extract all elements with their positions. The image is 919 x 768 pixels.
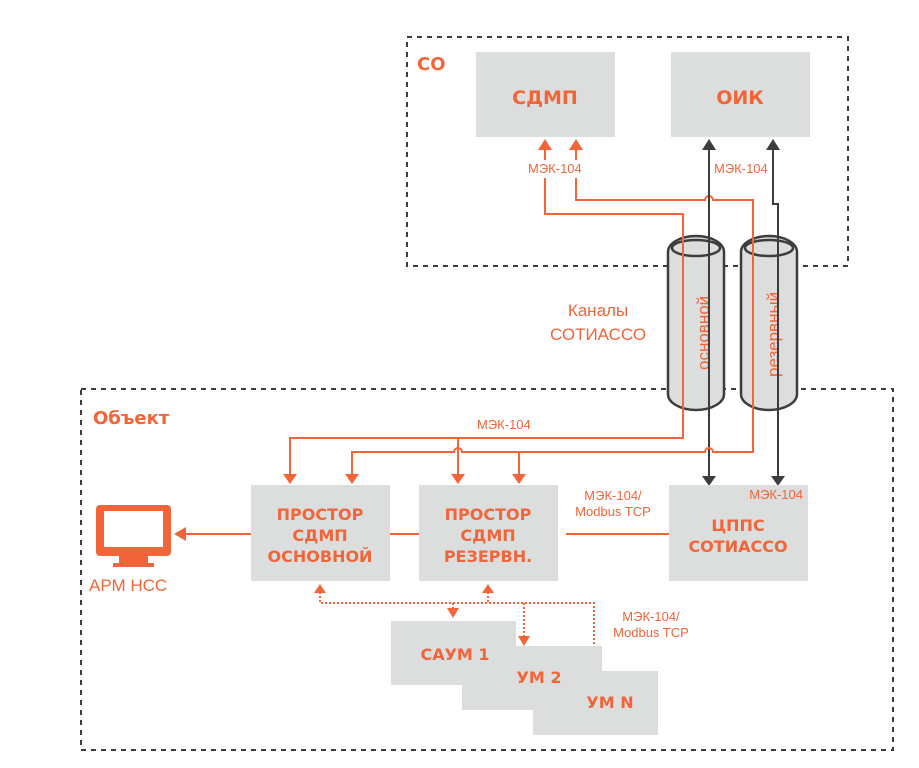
zone-object-border bbox=[80, 388, 894, 751]
box-umn[interactable]: УМ N bbox=[533, 671, 658, 735]
channel-main-label: основной bbox=[694, 296, 713, 370]
svg-text:УМ 2: УМ 2 bbox=[517, 668, 562, 687]
svg-text:СДМП: СДМП bbox=[292, 526, 347, 545]
channel-reserve-label: резервный bbox=[764, 292, 783, 377]
svg-text:САУМ 1: САУМ 1 bbox=[420, 645, 489, 664]
label-um-bus-1: МЭК-104/ bbox=[622, 609, 680, 624]
box-saum1[interactable]: САУМ 1 bbox=[391, 621, 516, 685]
workstation-label: АРМ НСС bbox=[89, 576, 167, 595]
label-object-bus: МЭК-104 bbox=[477, 417, 531, 432]
box-prostor-reserve[interactable]: ПРОСТОР СДМП РЕЗЕРВН. bbox=[419, 485, 558, 581]
channels-caption-line1: Каналы bbox=[568, 301, 628, 320]
link-sdmp-reserve bbox=[575, 148, 754, 445]
svg-text:ПРОСТОР: ПРОСТОР bbox=[277, 505, 364, 524]
label-prostor-cpps-1: МЭК-104/ bbox=[584, 488, 642, 503]
label-sdmp-in: МЭК-104 bbox=[528, 161, 582, 176]
svg-text:ПРОСТОР: ПРОСТОР bbox=[445, 505, 532, 524]
svg-text:ОСНОВНОЙ: ОСНОВНОЙ bbox=[268, 547, 373, 566]
link-oik-reserve bbox=[772, 148, 779, 476]
label-prostor-cpps-2: Modbus TCP bbox=[575, 504, 651, 519]
zone-so-border bbox=[406, 36, 849, 267]
box-um2[interactable]: УМ 2 bbox=[462, 646, 602, 710]
channels-caption-line2: СОТИАССО bbox=[550, 325, 646, 344]
workstation[interactable]: АРМ НСС bbox=[89, 505, 171, 595]
label-um-bus-2: Modbus TCP bbox=[613, 625, 689, 640]
svg-text:ЦППС: ЦППС bbox=[711, 516, 764, 535]
box-oik[interactable]: ОИК bbox=[671, 52, 810, 137]
svg-text:СОТИАССО: СОТИАССО bbox=[688, 537, 787, 556]
svg-text:МЭК-104: МЭК-104 bbox=[749, 487, 803, 502]
svg-text:РЕЗЕРВН.: РЕЗЕРВН. bbox=[444, 547, 532, 566]
svg-text:СДМП: СДМП bbox=[512, 87, 578, 109]
link-um-bus bbox=[319, 592, 595, 662]
zone-so-title: СО bbox=[417, 54, 446, 75]
monitor-icon bbox=[96, 505, 171, 567]
svg-text:СДМП: СДМП bbox=[460, 526, 515, 545]
box-prostor-main[interactable]: ПРОСТОР СДМП ОСНОВНОЙ bbox=[251, 485, 390, 581]
box-sdmp[interactable]: СДМП bbox=[476, 52, 615, 137]
channel-reserve-cylinder bbox=[739, 234, 799, 412]
box-cpps[interactable]: МЭК-104 ЦППС СОТИАССО bbox=[669, 485, 808, 581]
link-object-bus-main bbox=[289, 432, 684, 474]
zone-object-title: Объект bbox=[93, 408, 170, 429]
svg-text:УМ N: УМ N bbox=[586, 693, 633, 712]
svg-text:ОИК: ОИК bbox=[716, 87, 764, 109]
link-object-bus-reserve bbox=[351, 445, 754, 474]
label-oik-in: МЭК-104 bbox=[714, 161, 768, 176]
